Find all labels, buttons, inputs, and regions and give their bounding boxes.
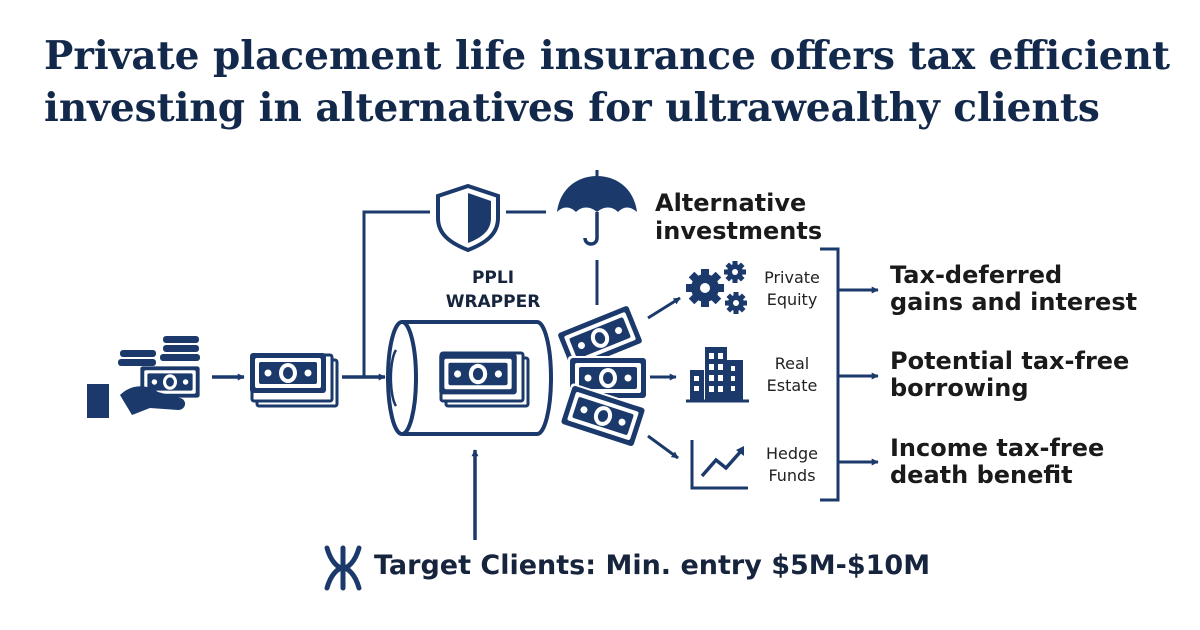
fanned-cash-icon	[555, 303, 648, 449]
alternative-investments-line-2: investments	[655, 217, 823, 245]
alternative-investments-heading: Alternative investments	[655, 189, 822, 245]
buildings-icon	[686, 347, 749, 403]
shield-icon	[436, 183, 500, 253]
arrow-to-private-equity	[647, 296, 681, 320]
investment-label-line-1: Real	[774, 354, 810, 373]
benefit-line-1: Income tax-free	[890, 434, 1105, 462]
title-line-1: Private placement life insurance offers …	[44, 33, 1170, 79]
target-clients-icon	[324, 545, 362, 591]
hand-money-icon	[87, 336, 200, 418]
benefit-line-2: borrowing	[890, 374, 1029, 402]
ppli-wrapper-cylinder	[386, 320, 553, 436]
investment-label-line-2: Equity	[766, 290, 818, 309]
connector-top-left	[362, 210, 430, 377]
investment-label-line-1: Private	[764, 268, 820, 287]
trend-chart-icon	[690, 440, 748, 490]
page-title: Private placement life insurance offers …	[44, 30, 1174, 134]
investment-label-line-1: Hedge	[765, 444, 819, 463]
investment-label-line-2: Funds	[768, 466, 816, 485]
ppli-wrapper-label-line-1: PPLI	[471, 268, 515, 288]
title-line-2: investing in alternatives for ultrawealt…	[44, 85, 1100, 131]
benefit-line-2: death benefit	[890, 461, 1073, 489]
benefit-line-1: Tax-deferred	[890, 261, 1063, 289]
alternative-investments-line-1: Alternative	[655, 189, 807, 217]
benefit-tax-deferred: Tax-deferred gains and interest	[890, 262, 1137, 316]
benefit-line-2: gains and interest	[890, 288, 1138, 316]
benefit-death-benefit: Income tax-free death benefit	[890, 435, 1104, 489]
arrow-to-hedge-funds	[647, 434, 679, 460]
ppli-wrapper-label-line-2: WRAPPER	[445, 292, 541, 312]
umbrella-icon	[557, 170, 637, 246]
benefit-line-1: Potential tax-free	[890, 347, 1130, 375]
cash-stack-icon	[250, 353, 339, 408]
gears-icon	[686, 261, 747, 314]
benefit-tax-free-borrowing: Potential tax-free borrowing	[890, 348, 1129, 402]
target-clients-label: Target Clients: Min. entry $5M-$10M	[374, 550, 931, 581]
investment-hedge-funds: Hedge Funds	[752, 443, 832, 487]
ppli-wrapper-label: PPLI WRAPPER	[408, 266, 578, 314]
investment-label-line-2: Estate	[766, 376, 818, 395]
investment-private-equity: Private Equity	[752, 267, 832, 311]
investment-real-estate: Real Estate	[752, 353, 832, 397]
